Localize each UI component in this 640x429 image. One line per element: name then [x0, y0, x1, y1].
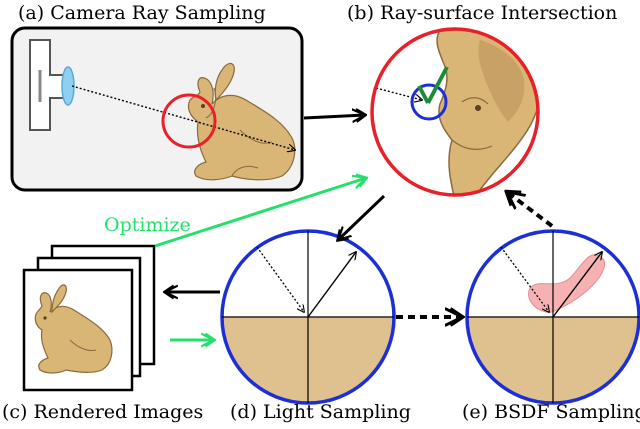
- label-ray-surface-intersection: (b) Ray-surface Intersection: [347, 2, 617, 24]
- rendered-images-stack: [22, 244, 156, 392]
- bunny-icon: [187, 62, 296, 181]
- flow-arrows: [154, 115, 554, 340]
- bunny-icon: [34, 284, 113, 374]
- surface-normal-short: [417, 85, 430, 104]
- label-camera-ray-sampling: (a) Camera Ray Sampling: [18, 2, 266, 24]
- light-sampling-view: [220, 229, 396, 405]
- arrow-a-to-b: [303, 115, 365, 118]
- arrow-optimize: [154, 178, 366, 248]
- camera-icon: [29, 39, 75, 131]
- zoom-region-circle: [161, 93, 217, 149]
- label-light-sampling: (d) Light Sampling: [230, 401, 411, 423]
- camera-panel: [10, 26, 304, 192]
- arrow-e-to-b: [507, 192, 554, 228]
- bsdf-sampling-view: [465, 229, 640, 405]
- arrow-b-to-d: [338, 194, 386, 240]
- label-bsdf-sampling: (e) BSDF Sampling: [462, 401, 640, 423]
- surface-normal: [426, 66, 449, 104]
- intersection-view: [370, 27, 540, 197]
- label-optimize: Optimize: [104, 214, 191, 236]
- hit-point-circle: [410, 83, 448, 121]
- label-rendered-images: (c) Rendered Images: [2, 401, 203, 423]
